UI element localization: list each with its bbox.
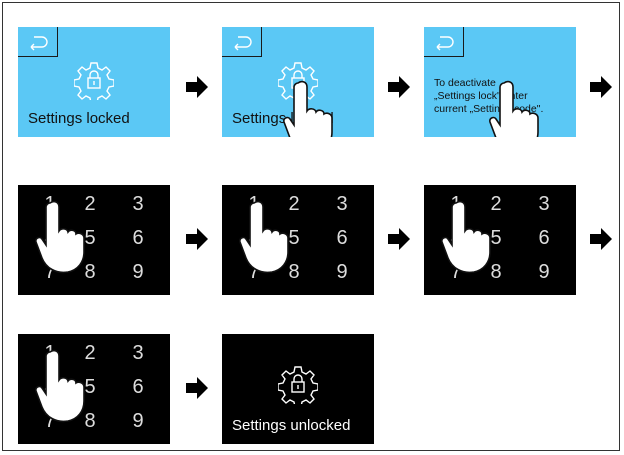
instruction-frame (2, 2, 620, 451)
keypad-key-2[interactable]: 2 (288, 193, 300, 215)
arrow-right-icon (590, 228, 612, 250)
keypad-key-8[interactable]: 8 (490, 261, 502, 283)
screen-settings-locked[interactable]: Settings locked (18, 27, 170, 137)
settings-lock-icon (278, 366, 318, 404)
keypad-screen[interactable]: 123456789 (424, 185, 576, 295)
keypad-key-5[interactable]: 5 (84, 227, 96, 249)
arrow-right-icon (186, 228, 208, 250)
screen-label: Settings unlocked (232, 417, 351, 434)
keypad-key-3[interactable]: 3 (132, 342, 144, 364)
touch-hand-icon (35, 200, 85, 274)
keypad-key-6[interactable]: 6 (336, 227, 348, 249)
keypad-key-6[interactable]: 6 (132, 376, 144, 398)
keypad-key-9[interactable]: 9 (538, 261, 550, 283)
keypad-key-7[interactable]: 7 (248, 261, 260, 283)
keypad-key-5[interactable]: 5 (84, 376, 96, 398)
keypad-key-2[interactable]: 2 (84, 342, 96, 364)
screen-settings-locked-touch[interactable]: Settings locked (222, 27, 374, 137)
keypad-key-6[interactable]: 6 (132, 227, 144, 249)
touch-hand-icon (489, 80, 539, 137)
arrow-right-icon (590, 76, 612, 98)
back-arrow-icon (234, 36, 252, 51)
screen-settings-unlocked[interactable]: Settings unlocked (222, 334, 374, 444)
keypad-key-5[interactable]: 5 (490, 227, 502, 249)
keypad-key-6[interactable]: 6 (538, 227, 550, 249)
settings-lock-icon (74, 62, 114, 100)
screen-deactivate-prompt[interactable]: To deactivate „Settings lock" enter curr… (424, 27, 576, 137)
keypad-key-7[interactable]: 7 (44, 410, 56, 432)
touch-hand-icon (283, 80, 333, 137)
keypad-key-2[interactable]: 2 (490, 193, 502, 215)
keypad-screen[interactable]: 123456789 (18, 185, 170, 295)
keypad-key-9[interactable]: 9 (132, 261, 144, 283)
touch-hand-icon (239, 200, 289, 274)
back-button[interactable] (424, 27, 464, 57)
screen-label: Settings locked (28, 110, 130, 127)
keypad-key-8[interactable]: 8 (84, 261, 96, 283)
arrow-right-icon (388, 76, 410, 98)
back-arrow-icon (30, 36, 48, 51)
keypad-screen[interactable]: 123456789 (18, 334, 170, 444)
keypad-key-3[interactable]: 3 (336, 193, 348, 215)
touch-hand-icon (441, 200, 491, 274)
arrow-right-icon (388, 228, 410, 250)
keypad-key-3[interactable]: 3 (132, 193, 144, 215)
arrow-right-icon (186, 377, 208, 399)
keypad-key-7[interactable]: 7 (450, 261, 462, 283)
keypad-key-9[interactable]: 9 (336, 261, 348, 283)
back-button[interactable] (222, 27, 262, 57)
keypad-screen[interactable]: 123456789 (222, 185, 374, 295)
keypad-key-2[interactable]: 2 (84, 193, 96, 215)
keypad-key-9[interactable]: 9 (132, 410, 144, 432)
keypad-key-8[interactable]: 8 (84, 410, 96, 432)
arrow-right-icon (186, 76, 208, 98)
back-arrow-icon (436, 36, 454, 51)
keypad-key-7[interactable]: 7 (44, 261, 56, 283)
keypad-key-3[interactable]: 3 (538, 193, 550, 215)
back-button[interactable] (18, 27, 58, 57)
keypad-key-5[interactable]: 5 (288, 227, 300, 249)
keypad-key-8[interactable]: 8 (288, 261, 300, 283)
touch-hand-icon (35, 349, 85, 423)
